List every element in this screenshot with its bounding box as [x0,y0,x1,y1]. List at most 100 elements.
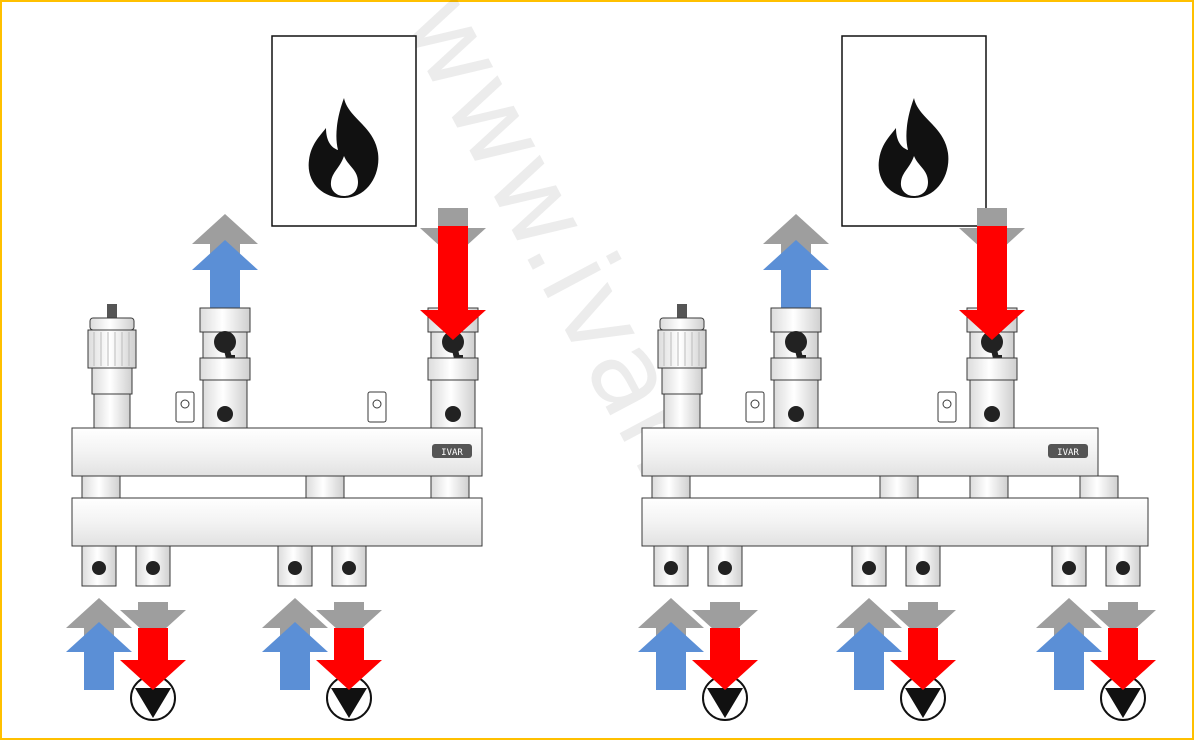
outlet-port-dot [1116,561,1130,575]
air-vent-body [657,329,707,369]
name-plate-text: IVAR [441,448,463,458]
supply-arrow-down [316,628,382,690]
ghost-arrow-down [890,602,956,640]
valve-bottom-nut [770,357,822,381]
ghost-arrow-up [192,214,258,262]
supply-arrow-down [959,226,1025,340]
connector-stub [81,475,121,499]
ghost-arrow-up [836,598,902,640]
air-vent-cap [107,304,117,318]
air-vent [657,304,707,443]
outlet-pair [1051,545,1141,587]
outlet-port-dot [862,561,876,575]
ghost-arrow-up [763,214,829,262]
valve-port-dot [445,406,461,422]
supply-arrow-down [890,628,956,690]
outlet-port-dot [342,561,356,575]
bracket-plate [175,391,195,423]
outlet-pair [277,545,367,587]
name-plate [1048,444,1088,458]
ghost-arrow-down [316,602,382,640]
lower-header-bar [71,497,483,547]
connector-stub [305,475,345,499]
pump-triangle [135,688,171,718]
return-arrow-up [262,622,328,690]
flame-inner [330,156,358,196]
return-ball-valve [770,307,822,443]
return-arrow-up [192,240,258,316]
mounting-bracket [367,391,387,423]
name-plate-text: IVAR [1057,448,1079,458]
air-vent-collar [91,367,133,395]
air-vent-cap [677,304,687,318]
return-arrow-up [1036,622,1102,690]
outlet-port-dot [92,561,106,575]
mounting-bracket [745,391,765,423]
return-arrow-up [638,622,704,690]
air-vent-nut [659,317,705,331]
return-arrow-up [836,622,902,690]
outlet-port-dot [1062,561,1076,575]
ghost-arrow-down [120,602,186,640]
upper-header-bar [641,427,1099,477]
bracket-hole [372,399,382,409]
bracket-hole [942,399,952,409]
right-manifold-unit: IVAR [638,35,1156,721]
connector-stub [1079,475,1119,499]
supply-arrow-down [692,628,758,690]
air-vent-body [87,329,137,369]
valve-bottom-nut [199,357,251,381]
pump-triangle [1105,688,1141,718]
connector-stub [969,475,1009,499]
ghost-arrow-up [638,598,704,640]
connector-stub [430,475,470,499]
valve-port-dot [788,406,804,422]
ghost-arrow-down [692,602,758,640]
air-vent [87,304,137,443]
bracket-plate [937,391,957,423]
return-ball-valve [199,307,251,443]
bracket-hole [180,399,190,409]
valve-bottom-nut [427,357,479,381]
supply-arrow-down [1090,628,1156,690]
air-vent-collar [661,367,703,395]
return-arrow-up [763,240,829,316]
name-plate [432,444,472,458]
pump-triangle [331,688,367,718]
upper-header-bar [71,427,483,477]
mounting-bracket [175,391,195,423]
valve-bottom-nut [966,357,1018,381]
outlet-port-dot [718,561,732,575]
outlet-port-dot [146,561,160,575]
mounting-bracket [937,391,957,423]
flame-outer [878,98,949,198]
flame-inner [900,156,928,196]
outlet-pair [851,545,941,587]
flame-icon [878,98,949,198]
ghost-arrow-up [262,598,328,640]
supply-arrow-down [420,226,486,340]
valve-port-dot [217,406,233,422]
outlet-pair [653,545,743,587]
return-arrow-up [66,622,132,690]
valve-port-dot [984,406,1000,422]
connector-stub [879,475,919,499]
ghost-arrow-up [1036,598,1102,640]
pump-symbol [130,675,176,721]
flame-outer [308,98,379,198]
left-manifold-unit: IVAR [66,35,486,721]
outlet-stub [653,545,689,587]
outlet-port-dot [288,561,302,575]
bracket-plate [367,391,387,423]
air-vent-nut [89,317,135,331]
outlet-port-dot [664,561,678,575]
bracket-plate [745,391,765,423]
flame-icon [308,98,379,198]
outlet-pair [81,545,171,587]
ghost-arrow-down [1090,602,1156,640]
supply-arrow-down [120,628,186,690]
lower-header-bar [641,497,1149,547]
